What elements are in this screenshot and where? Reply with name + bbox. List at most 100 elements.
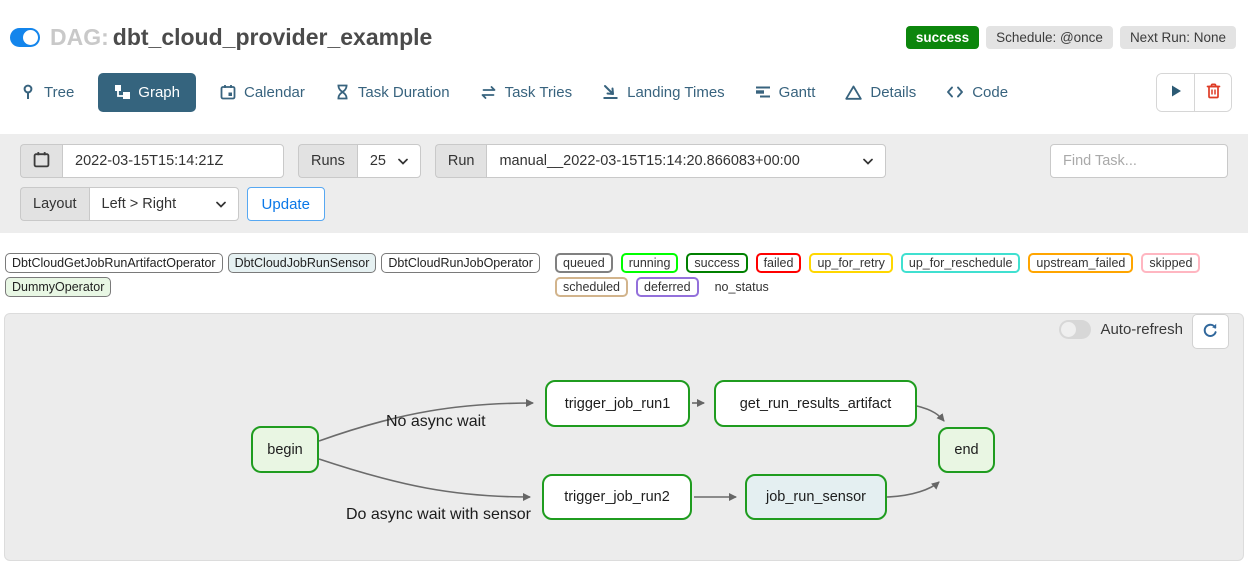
layout-addon-label: Layout: [20, 187, 89, 221]
base-date-input[interactable]: [62, 144, 284, 178]
trigger-dag-button[interactable]: [1157, 73, 1194, 111]
tab-details[interactable]: Details: [845, 84, 916, 101]
chevron-down-icon: [398, 153, 408, 169]
state-badge-up_for_retry[interactable]: up_for_retry: [809, 253, 893, 273]
dag-action-buttons: [1156, 72, 1232, 112]
filter-row-1: Runs 25 Run manual__2022-03-15T15:14:20.…: [20, 144, 1228, 178]
calendar-icon: [220, 84, 236, 100]
auto-refresh-label: Auto-refresh: [1100, 321, 1183, 338]
tab-landing-times[interactable]: Landing Times: [602, 84, 725, 101]
tab-code[interactable]: Code: [946, 84, 1008, 101]
layout-value: Left > Right: [101, 196, 177, 212]
tab-graph[interactable]: Graph: [98, 72, 196, 112]
page-title: DAG:dbt_cloud_provider_example: [50, 24, 432, 51]
tab-label: Gantt: [778, 83, 816, 101]
tab-label: Landing Times: [627, 83, 725, 101]
dag-pause-toggle[interactable]: [10, 27, 40, 47]
chevron-down-icon: [863, 153, 874, 169]
state-legend: queued running success failed up_for_retry up…: [553, 253, 1243, 297]
num-runs-select[interactable]: 25: [356, 144, 421, 178]
dag-header: DAG:dbt_cloud_provider_example success S…: [0, 0, 1248, 54]
state-badge-deferred[interactable]: deferred: [636, 277, 699, 297]
tab-task-tries[interactable]: Task Tries: [480, 83, 573, 101]
tab-label: Graph: [138, 83, 180, 101]
tab-label: Details: [870, 83, 917, 101]
find-task-input[interactable]: [1050, 144, 1228, 178]
update-button[interactable]: Update: [246, 187, 325, 221]
graph-node-get_run_results_artifact[interactable]: get_run_results_artifact: [714, 380, 917, 427]
state-badge-success[interactable]: success: [686, 253, 748, 273]
graph-node-begin[interactable]: begin: [251, 426, 319, 473]
tab-label: Calendar: [244, 83, 305, 101]
tab-task-duration[interactable]: Task Duration: [335, 84, 450, 101]
auto-refresh-control: Auto-refresh: [1059, 320, 1183, 339]
operator-badge-DbtCloudRunJobOperator[interactable]: DbtCloudRunJobOperator: [381, 253, 540, 273]
auto-refresh-toggle[interactable]: [1059, 320, 1092, 339]
tab-tree[interactable]: Tree: [20, 84, 74, 101]
filter-row-2: Layout Left > Right Update: [20, 187, 1228, 221]
base-date-group: [20, 144, 284, 178]
state-badge-failed[interactable]: failed: [755, 253, 802, 273]
calendar-icon: [33, 151, 50, 172]
graph-node-trigger_job_run2[interactable]: trigger_job_run2: [542, 474, 692, 520]
graph-node-job_run_sensor[interactable]: job_run_sensor: [745, 474, 887, 520]
state-badge-running[interactable]: running: [620, 253, 679, 273]
state-badge-skipped[interactable]: skipped: [1141, 253, 1201, 273]
dag-id: dbt_cloud_provider_example: [112, 23, 433, 50]
dag-title-prefix: DAG:: [50, 23, 109, 50]
graph-edges: [318, 399, 945, 501]
operator-badge-DummyOperator[interactable]: DummyOperator: [5, 277, 112, 297]
run-addon-label: Run: [434, 144, 487, 178]
graph-node-trigger_job_run1[interactable]: trigger_job_run1: [545, 380, 690, 427]
state-badge-up_for_reschedule[interactable]: up_for_reschedule: [900, 253, 1021, 273]
calendar-addon: [20, 144, 62, 178]
refresh-icon: [1202, 322, 1219, 342]
edge-label-do-async-wait: Do async wait with sensor: [346, 506, 531, 523]
tab-label: Tree: [44, 83, 75, 101]
run-group: Run manual__2022-03-15T15:14:20.866083+0…: [434, 144, 887, 178]
runs-addon-label: Runs: [298, 144, 357, 178]
graph-node-end[interactable]: end: [938, 427, 995, 473]
tab-label: Task Tries: [504, 83, 573, 101]
tab-label: Task Duration: [357, 83, 450, 101]
num-runs-group: Runs 25: [298, 144, 421, 178]
run-select[interactable]: manual__2022-03-15T15:14:20.866083+00:00: [486, 144, 887, 178]
code-icon: [946, 85, 964, 99]
state-badge-upstream_failed[interactable]: upstream_failed: [1028, 253, 1134, 273]
next-run-badge: Next Run: None: [1119, 25, 1236, 49]
repeat-icon: [480, 85, 497, 100]
tab-label: Code: [972, 83, 1009, 101]
plane-landing-icon: [602, 84, 619, 100]
state-badge-scheduled[interactable]: scheduled: [555, 277, 628, 297]
status-badge[interactable]: success: [905, 25, 980, 49]
gantt-icon: [755, 85, 771, 99]
num-runs-value: 25: [369, 153, 386, 169]
filter-bar: Runs 25 Run manual__2022-03-15T15:14:20.…: [0, 134, 1248, 233]
state-badge-no_status[interactable]: no_status: [714, 280, 769, 294]
header-badges: success Schedule: @once Next Run: None: [905, 25, 1236, 49]
tab-calendar[interactable]: Calendar: [220, 84, 305, 101]
run-value: manual__2022-03-15T15:14:20.866083+00:00: [499, 153, 800, 169]
hourglass-icon: [335, 84, 350, 100]
operator-badge-DbtCloudGetJobRunArtifactOperator[interactable]: DbtCloudGetJobRunArtifactOperator: [5, 253, 223, 273]
state-badge-queued[interactable]: queued: [555, 253, 613, 273]
toggle-knob: [1061, 322, 1077, 337]
operator-badge-DbtCloudJobRunSensor[interactable]: DbtCloudJobRunSensor: [227, 253, 377, 273]
graph-icon: [114, 84, 131, 100]
toggle-knob: [23, 29, 38, 45]
details-icon: [845, 85, 863, 100]
trash-icon: [1206, 82, 1221, 102]
view-tabs: Tree Graph Calendar Task Duration Task T…: [0, 68, 1248, 116]
graph-panel: Auto-refresh begin trigger_job_run1 get_ru…: [4, 313, 1244, 561]
tab-gantt[interactable]: Gantt: [755, 83, 816, 101]
tree-icon: [20, 84, 36, 100]
delete-dag-button[interactable]: [1194, 73, 1231, 111]
layout-group: Layout Left > Right: [20, 187, 239, 221]
play-icon: [1169, 84, 1183, 101]
schedule-badge: Schedule: @once: [986, 25, 1113, 49]
edge-label-no-async-wait: No async wait: [386, 413, 486, 430]
layout-select[interactable]: Left > Right: [88, 187, 239, 221]
refresh-button[interactable]: [1192, 314, 1229, 349]
